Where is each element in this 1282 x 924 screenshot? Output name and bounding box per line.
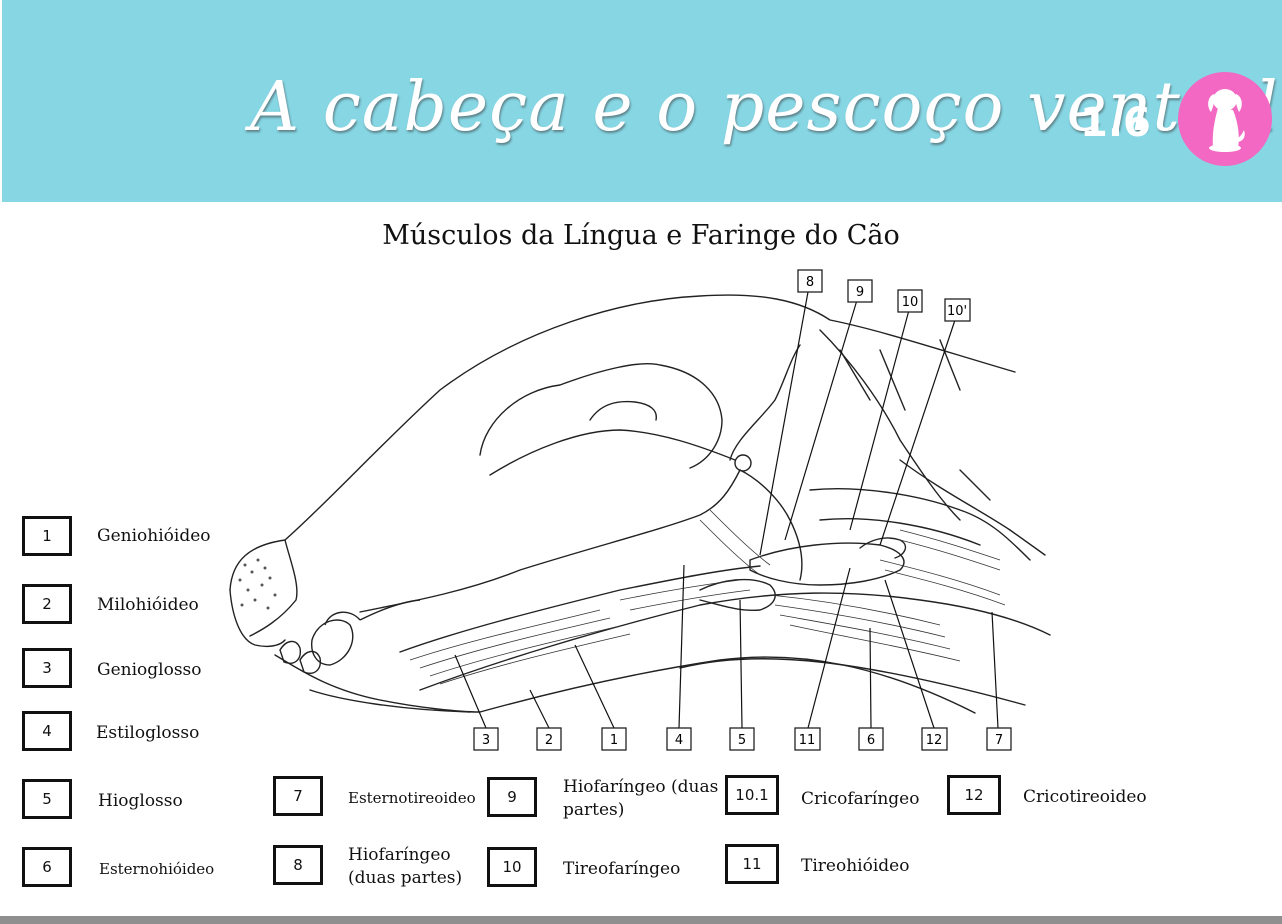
legend-box-12: 12 — [947, 775, 1001, 815]
legend-label-3: Genioglosso — [97, 660, 202, 680]
callout-label: 10' — [947, 304, 967, 319]
callout-label: 5 — [738, 733, 746, 748]
callout-7: 7 — [986, 727, 1012, 751]
callout-label: 1 — [610, 733, 618, 748]
muscle-fibers — [409, 509, 1006, 685]
legend-label-6: Esternohióideo — [99, 860, 215, 878]
callout-5: 5 — [729, 727, 755, 751]
callouts-top: 8 9 10 10' — [797, 269, 971, 322]
callout-3: 3 — [473, 727, 499, 751]
legend-label-5: Hioglosso — [98, 791, 183, 811]
callout-10: 10 — [897, 289, 923, 313]
legend-box-7: 7 — [273, 776, 323, 816]
legend-box-10-1: 10.1 — [725, 775, 779, 815]
head-outline — [229, 294, 1051, 714]
dog-silhouette-icon — [1208, 89, 1245, 152]
callout-label: 7 — [995, 733, 1003, 748]
callout-label: 2 — [545, 733, 553, 748]
callout-6: 6 — [858, 727, 884, 751]
leader-lines — [454, 291, 999, 729]
legend-label-4: Estiloglosso — [96, 723, 200, 743]
nose-stipple — [238, 558, 277, 610]
legend-label-11: Tireohióideo — [801, 856, 910, 876]
callout-8: 8 — [797, 269, 823, 293]
section-number: 1.6 — [1080, 100, 1151, 146]
callout-label: 12 — [926, 733, 943, 748]
callout-12: 12 — [921, 727, 948, 751]
legend-label-10-1: Cricofaríngeo — [801, 789, 920, 809]
legend-label-9: Hiofaríngeo (duas partes) — [563, 777, 719, 820]
legend-label-2: Milohióideo — [97, 595, 199, 615]
page-title: A cabeça e o pescoço ventral — [250, 68, 1279, 147]
legend-label-10: Tireofaríngeo — [563, 859, 681, 879]
callout-label: 9 — [856, 285, 864, 300]
callout-4: 4 — [666, 727, 692, 751]
callout-9: 9 — [847, 279, 873, 303]
callout-10-prime: 10' — [944, 298, 971, 322]
legend-label-7: Esternotireoideo — [348, 789, 476, 807]
legend-box-6: 6 — [22, 847, 72, 887]
legend-box-4: 4 — [22, 711, 72, 751]
header-banner: A cabeça e o pescoço ventral 1.6 — [2, 0, 1282, 202]
legend-box-5: 5 — [22, 779, 72, 819]
callout-2: 2 — [536, 727, 562, 751]
dog-badge — [1178, 72, 1272, 166]
callouts-bottom: 3 2 1 4 5 11 6 12 7 — [473, 727, 1012, 751]
legend-box-11: 11 — [725, 844, 779, 884]
legend-box-10: 10 — [487, 847, 537, 887]
diagram-title: Músculos da Língua e Faringe do Cão — [382, 220, 900, 251]
callout-11: 11 — [794, 727, 821, 751]
legend-box-1: 1 — [22, 516, 72, 556]
callout-label: 11 — [799, 733, 816, 748]
legend-box-8: 8 — [273, 845, 323, 885]
legend-label-12: Cricotireoideo — [1023, 787, 1147, 807]
callout-label: 4 — [675, 733, 683, 748]
callout-label: 8 — [806, 275, 814, 290]
legend-box-2: 2 — [22, 584, 72, 624]
legend-box-9: 9 — [487, 777, 537, 817]
legend-box-3: 3 — [22, 648, 72, 688]
callout-label: 6 — [867, 733, 875, 748]
legend-label-1: Geniohióideo — [97, 526, 211, 546]
legend-label-8: Hiofaríngeo (duas partes) — [348, 845, 463, 888]
callout-label: 3 — [482, 733, 490, 748]
callout-1: 1 — [601, 727, 627, 751]
teeth-tongue — [279, 599, 421, 674]
callout-label: 10 — [902, 295, 919, 310]
